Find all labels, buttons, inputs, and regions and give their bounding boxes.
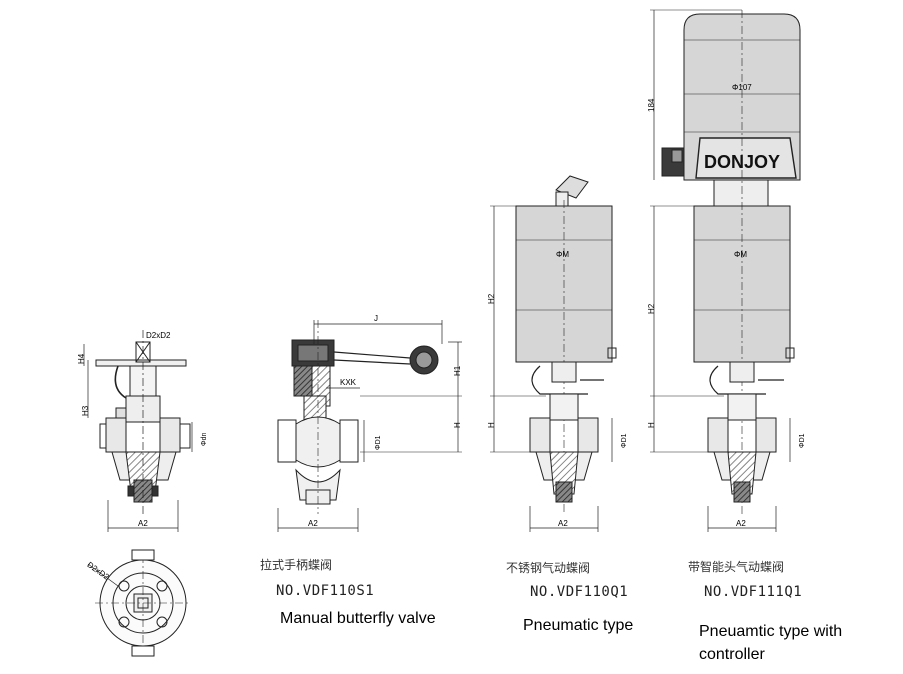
dim-h2-4: H2: [647, 303, 656, 314]
controller-valve-front-view: [650, 9, 801, 532]
dim-h1-2: H1: [453, 365, 462, 376]
dim-h4: H4: [77, 353, 86, 364]
dim-a2-2: A2: [308, 519, 318, 528]
dim-phi-m-3: ΦM: [556, 250, 569, 259]
dim-d1-4: ΦD1: [799, 433, 806, 448]
dim-d2xd2-top: D2xD2: [86, 560, 112, 582]
caption-model-controller: NO.VDF111Q1: [704, 584, 803, 600]
dim-h3: H3: [81, 405, 90, 416]
caption-model-pneumatic: NO.VDF110Q1: [530, 584, 629, 600]
dim-d2xd2: D2xD2: [146, 331, 171, 340]
dim-kxk: KXK: [340, 378, 357, 387]
manual-valve-front-view: [83, 330, 193, 532]
dim-d1-3: ΦD1: [621, 433, 628, 448]
dim-d1-2: ΦD1: [375, 435, 382, 450]
dim-h-3: H: [487, 422, 496, 428]
dim-dn-1: Φdn: [201, 433, 208, 446]
dim-a2-4: A2: [736, 519, 746, 528]
caption-en-controller-line2: controller: [699, 646, 765, 663]
dim-a2-3: A2: [558, 519, 568, 528]
caption-cn-controller: 带智能头气动蝶阀: [688, 560, 785, 574]
caption-en-manual: Manual butterfly valve: [280, 610, 436, 627]
brand-logo: DONJOY: [704, 152, 780, 172]
caption-en-pneumatic: Pneumatic type: [523, 617, 634, 634]
dim-j: J: [374, 314, 378, 323]
caption-cn-manual: 拉式手柄蝶阀: [260, 558, 333, 572]
caption-en-controller-line1: Pneuamtic type with: [699, 623, 843, 640]
dim-h-4: H: [647, 422, 656, 428]
pneumatic-valve-front-view: [490, 175, 617, 532]
dim-a2-1: A2: [138, 519, 148, 528]
caption-model-manual: NO.VDF110S1: [276, 583, 375, 599]
caption-cn-pneumatic: 不锈钢气动蝶阀: [506, 561, 591, 575]
dim-phi107: Φ107: [732, 83, 752, 92]
manual-valve-top-view: [87, 549, 191, 657]
dim-h2-3: H2: [487, 293, 496, 304]
dim-phi-m-4: ΦM: [734, 250, 747, 259]
dim-184: 184: [647, 98, 656, 112]
dim-h-2: H: [453, 422, 462, 428]
pull-handle-valve-section-view: [277, 320, 462, 532]
